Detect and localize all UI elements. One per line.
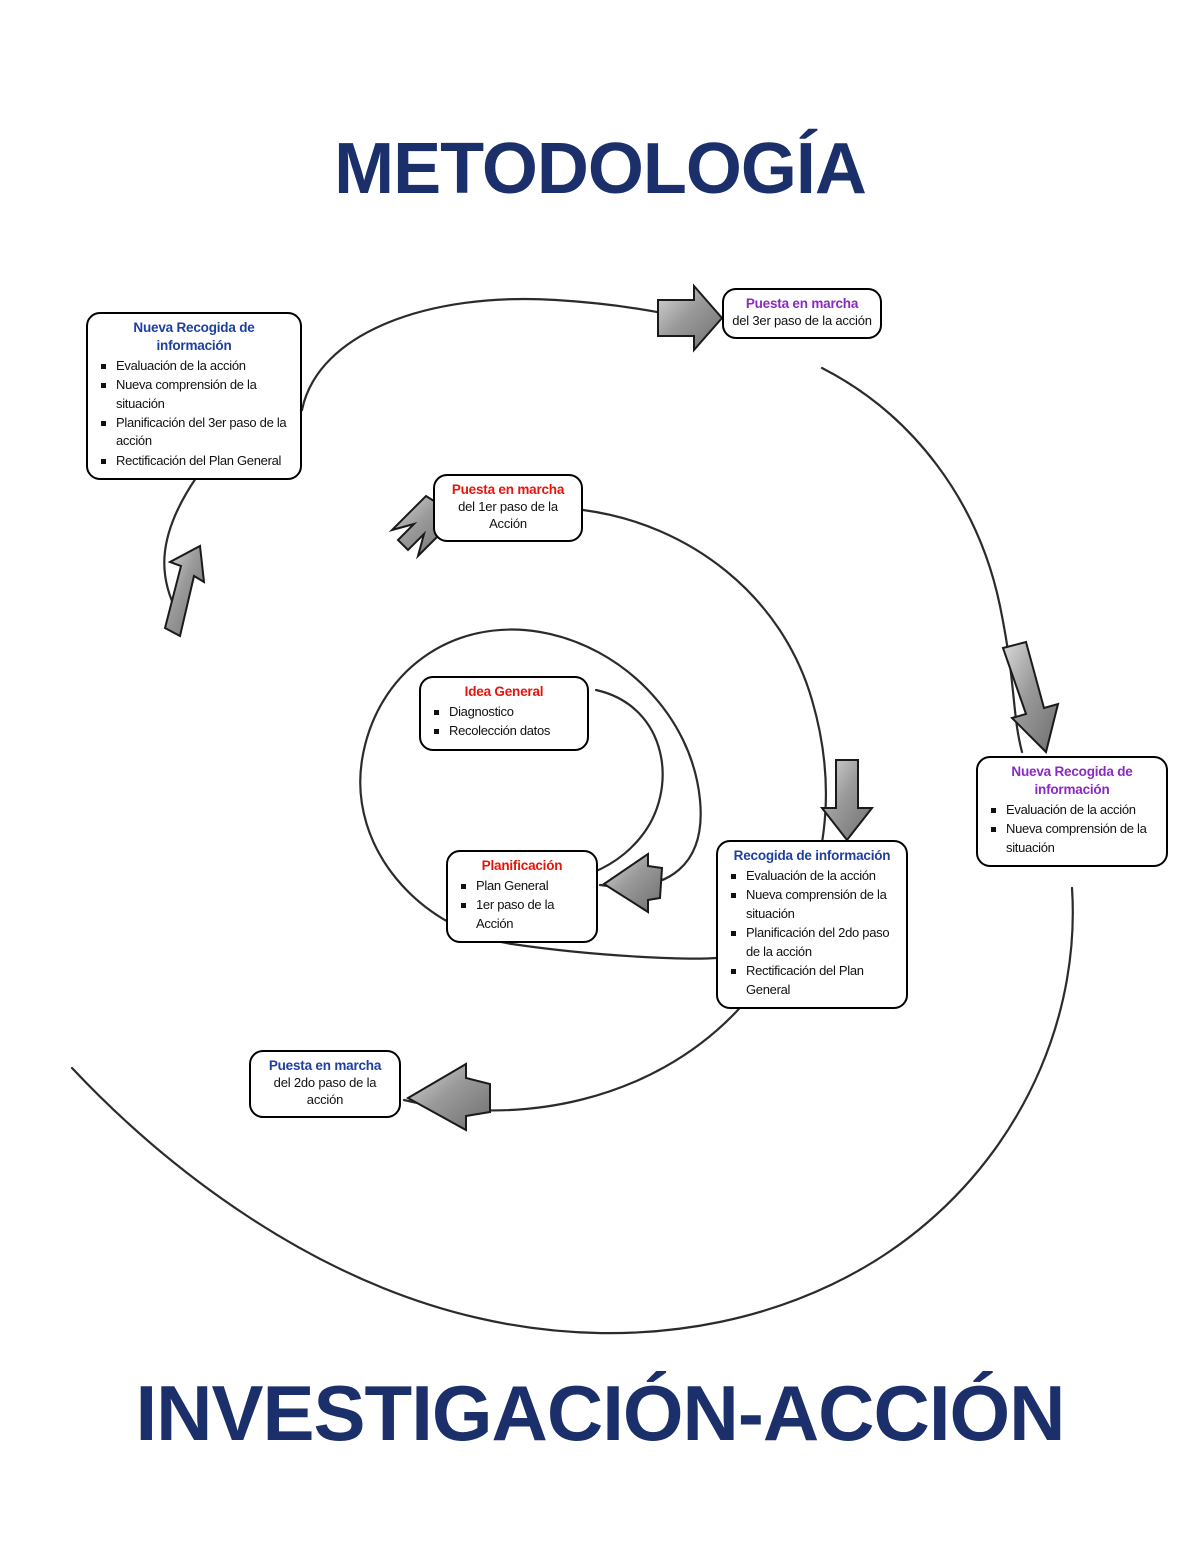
node-puesta-en-marcha-2do-paso[interactable]: Puesta en marcha del 2do paso de la acci… [249, 1050, 401, 1118]
node-title: Nueva Recogida de información [1011, 764, 1133, 797]
list-item: Plan General [456, 877, 588, 895]
node-title: Recogida de información [733, 848, 891, 863]
node-subtitle: del 3er paso de la acción [732, 312, 872, 328]
node-title: Nueva Recogida de información [133, 320, 255, 353]
arrow-to-puesta-2 [405, 1062, 491, 1132]
node-title: Idea General [464, 684, 544, 699]
node-bullet-list: Evaluación de la acción Nueva comprensió… [96, 357, 292, 471]
list-item: Planificación del 2do paso de la acción [726, 924, 898, 961]
arrow-to-nueva-recogida-1 [163, 544, 206, 638]
node-bullet-list: Plan General 1er paso de la Acción [456, 877, 588, 933]
node-subtitle: del 2do paso de la acción [273, 1074, 377, 1107]
node-bullet-list: Evaluación de la acción Nueva comprensió… [726, 867, 898, 999]
list-item: Nueva comprensión de la situación [96, 376, 292, 413]
list-item: Recolección datos [429, 722, 579, 740]
arrow-to-planificacion [602, 852, 664, 914]
node-planificacion[interactable]: Planificación Plan General 1er paso de l… [446, 850, 598, 944]
node-title: Puesta en marcha [451, 482, 565, 497]
node-nueva-recogida-informacion-1[interactable]: Nueva Recogida de información Evaluación… [86, 312, 302, 481]
arrow-to-nueva-recogida-2 [1001, 640, 1060, 754]
list-item: Evaluación de la acción [986, 801, 1158, 819]
node-bullet-list: Diagnostico Recolección datos [429, 703, 579, 741]
spiral-arc-5 [820, 366, 1024, 754]
node-nueva-recogida-informacion-2[interactable]: Nueva Recogida de información Evaluación… [976, 756, 1168, 867]
list-item: Planificación del 3er paso de la acción [96, 414, 292, 451]
arrow-to-recogida [819, 759, 875, 842]
node-idea-general[interactable]: Idea General Diagnostico Recolección dat… [419, 676, 589, 751]
page-title-bottom: INVESTIGACIÓN-ACCIÓN [135, 1369, 1065, 1457]
node-title: Planificación [481, 858, 563, 873]
spiral-arc-3 [402, 508, 827, 1112]
node-puesta-en-marcha-3er-paso[interactable]: Puesta en marcha del 3er paso de la acci… [722, 288, 882, 339]
list-item: Nueva comprensión de la situación [726, 886, 898, 923]
arrow-to-puesta-3 [657, 283, 724, 353]
node-title: Puesta en marcha [745, 296, 859, 311]
node-subtitle: del 1er paso de la Acción [458, 498, 558, 531]
list-item: Evaluación de la acción [726, 867, 898, 885]
list-item: Diagnostico [429, 703, 579, 721]
list-item: Rectificación del Plan General [96, 452, 292, 470]
list-item: Evaluación de la acción [96, 357, 292, 375]
node-recogida-de-informacion[interactable]: Recogida de información Evaluación de la… [716, 840, 908, 1009]
node-puesta-en-marcha-1er-paso[interactable]: Puesta en marcha del 1er paso de la Acci… [433, 474, 583, 542]
spiral-arc-4 [300, 297, 702, 412]
node-bullet-list: Evaluación de la acción Nueva comprensió… [986, 801, 1158, 857]
list-item: Nueva comprensión de la situación [986, 820, 1158, 857]
spiral-arc-6 [70, 886, 1074, 1335]
list-item: 1er paso de la Acción [456, 896, 588, 933]
list-item: Rectificación del Plan General [726, 962, 898, 999]
node-title: Puesta en marcha [268, 1058, 382, 1073]
page-title-top: METODOLOGÍA [334, 129, 867, 209]
